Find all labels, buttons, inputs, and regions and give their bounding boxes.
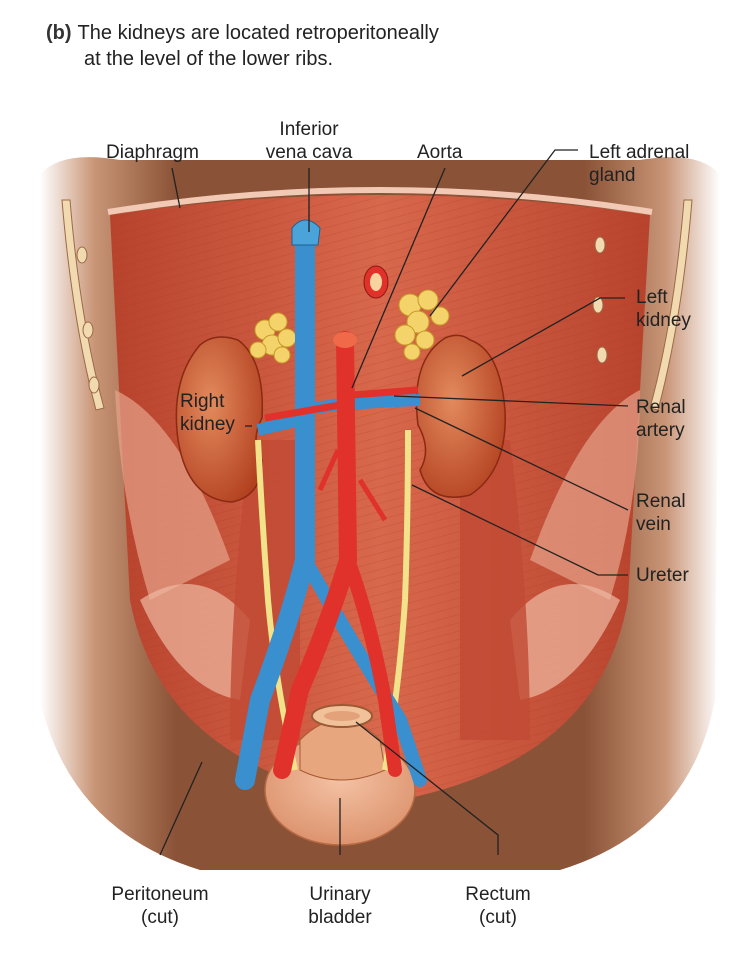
right-adrenal-gland bbox=[249, 312, 297, 364]
label-rectum: Rectum (cut) bbox=[465, 884, 531, 928]
figure-caption: (b)The kidneys are located retroperitone… bbox=[46, 20, 726, 72]
caption-line-1: The kidneys are located retroperitoneall… bbox=[77, 22, 439, 44]
label-left-adrenal-gland: Left adrenal gland bbox=[589, 142, 690, 186]
leader-left-adrenal bbox=[429, 149, 578, 317]
leader-renal-artery bbox=[393, 395, 629, 407]
label-urinary-bladder: Urinary bladder bbox=[308, 884, 372, 928]
label-aorta: Aorta bbox=[417, 142, 463, 163]
label-ureter: Ureter bbox=[636, 565, 689, 586]
leader-renal-vein bbox=[414, 407, 629, 511]
right-renal-vein bbox=[256, 414, 302, 436]
label-peritoneum: Peritoneum (cut) bbox=[111, 884, 209, 928]
leader-ureter bbox=[411, 484, 628, 576]
leader-diaphragm bbox=[171, 167, 181, 209]
right-ureter bbox=[255, 439, 298, 771]
label-left-kidney: Left kidney bbox=[636, 287, 691, 331]
label-inferior-vena-cava: Inferior vena cava bbox=[265, 119, 353, 163]
leader-aorta bbox=[351, 167, 446, 389]
caption-line-2: at the level of the lower ribs. bbox=[84, 48, 334, 70]
label-right-kidney: Right kidney bbox=[180, 391, 235, 435]
leader-rectum bbox=[355, 721, 499, 855]
left-renal-artery bbox=[351, 386, 419, 399]
ribs-right bbox=[592, 199, 693, 411]
leader-left-kidney bbox=[461, 297, 625, 377]
caption-label: (b) bbox=[46, 22, 72, 44]
leader-peritoneum bbox=[159, 761, 203, 856]
label-renal-vein: Renal vein bbox=[636, 491, 686, 535]
ribs-left bbox=[61, 199, 105, 411]
left-kidney bbox=[415, 334, 506, 498]
diaphragm-rim bbox=[107, 187, 653, 215]
leader-lines bbox=[159, 149, 629, 856]
label-diaphragm: Diaphragm bbox=[106, 142, 199, 163]
left-adrenal-gland bbox=[394, 289, 450, 361]
right-renal-artery bbox=[264, 401, 341, 422]
label-renal-artery: Renal artery bbox=[636, 397, 686, 441]
